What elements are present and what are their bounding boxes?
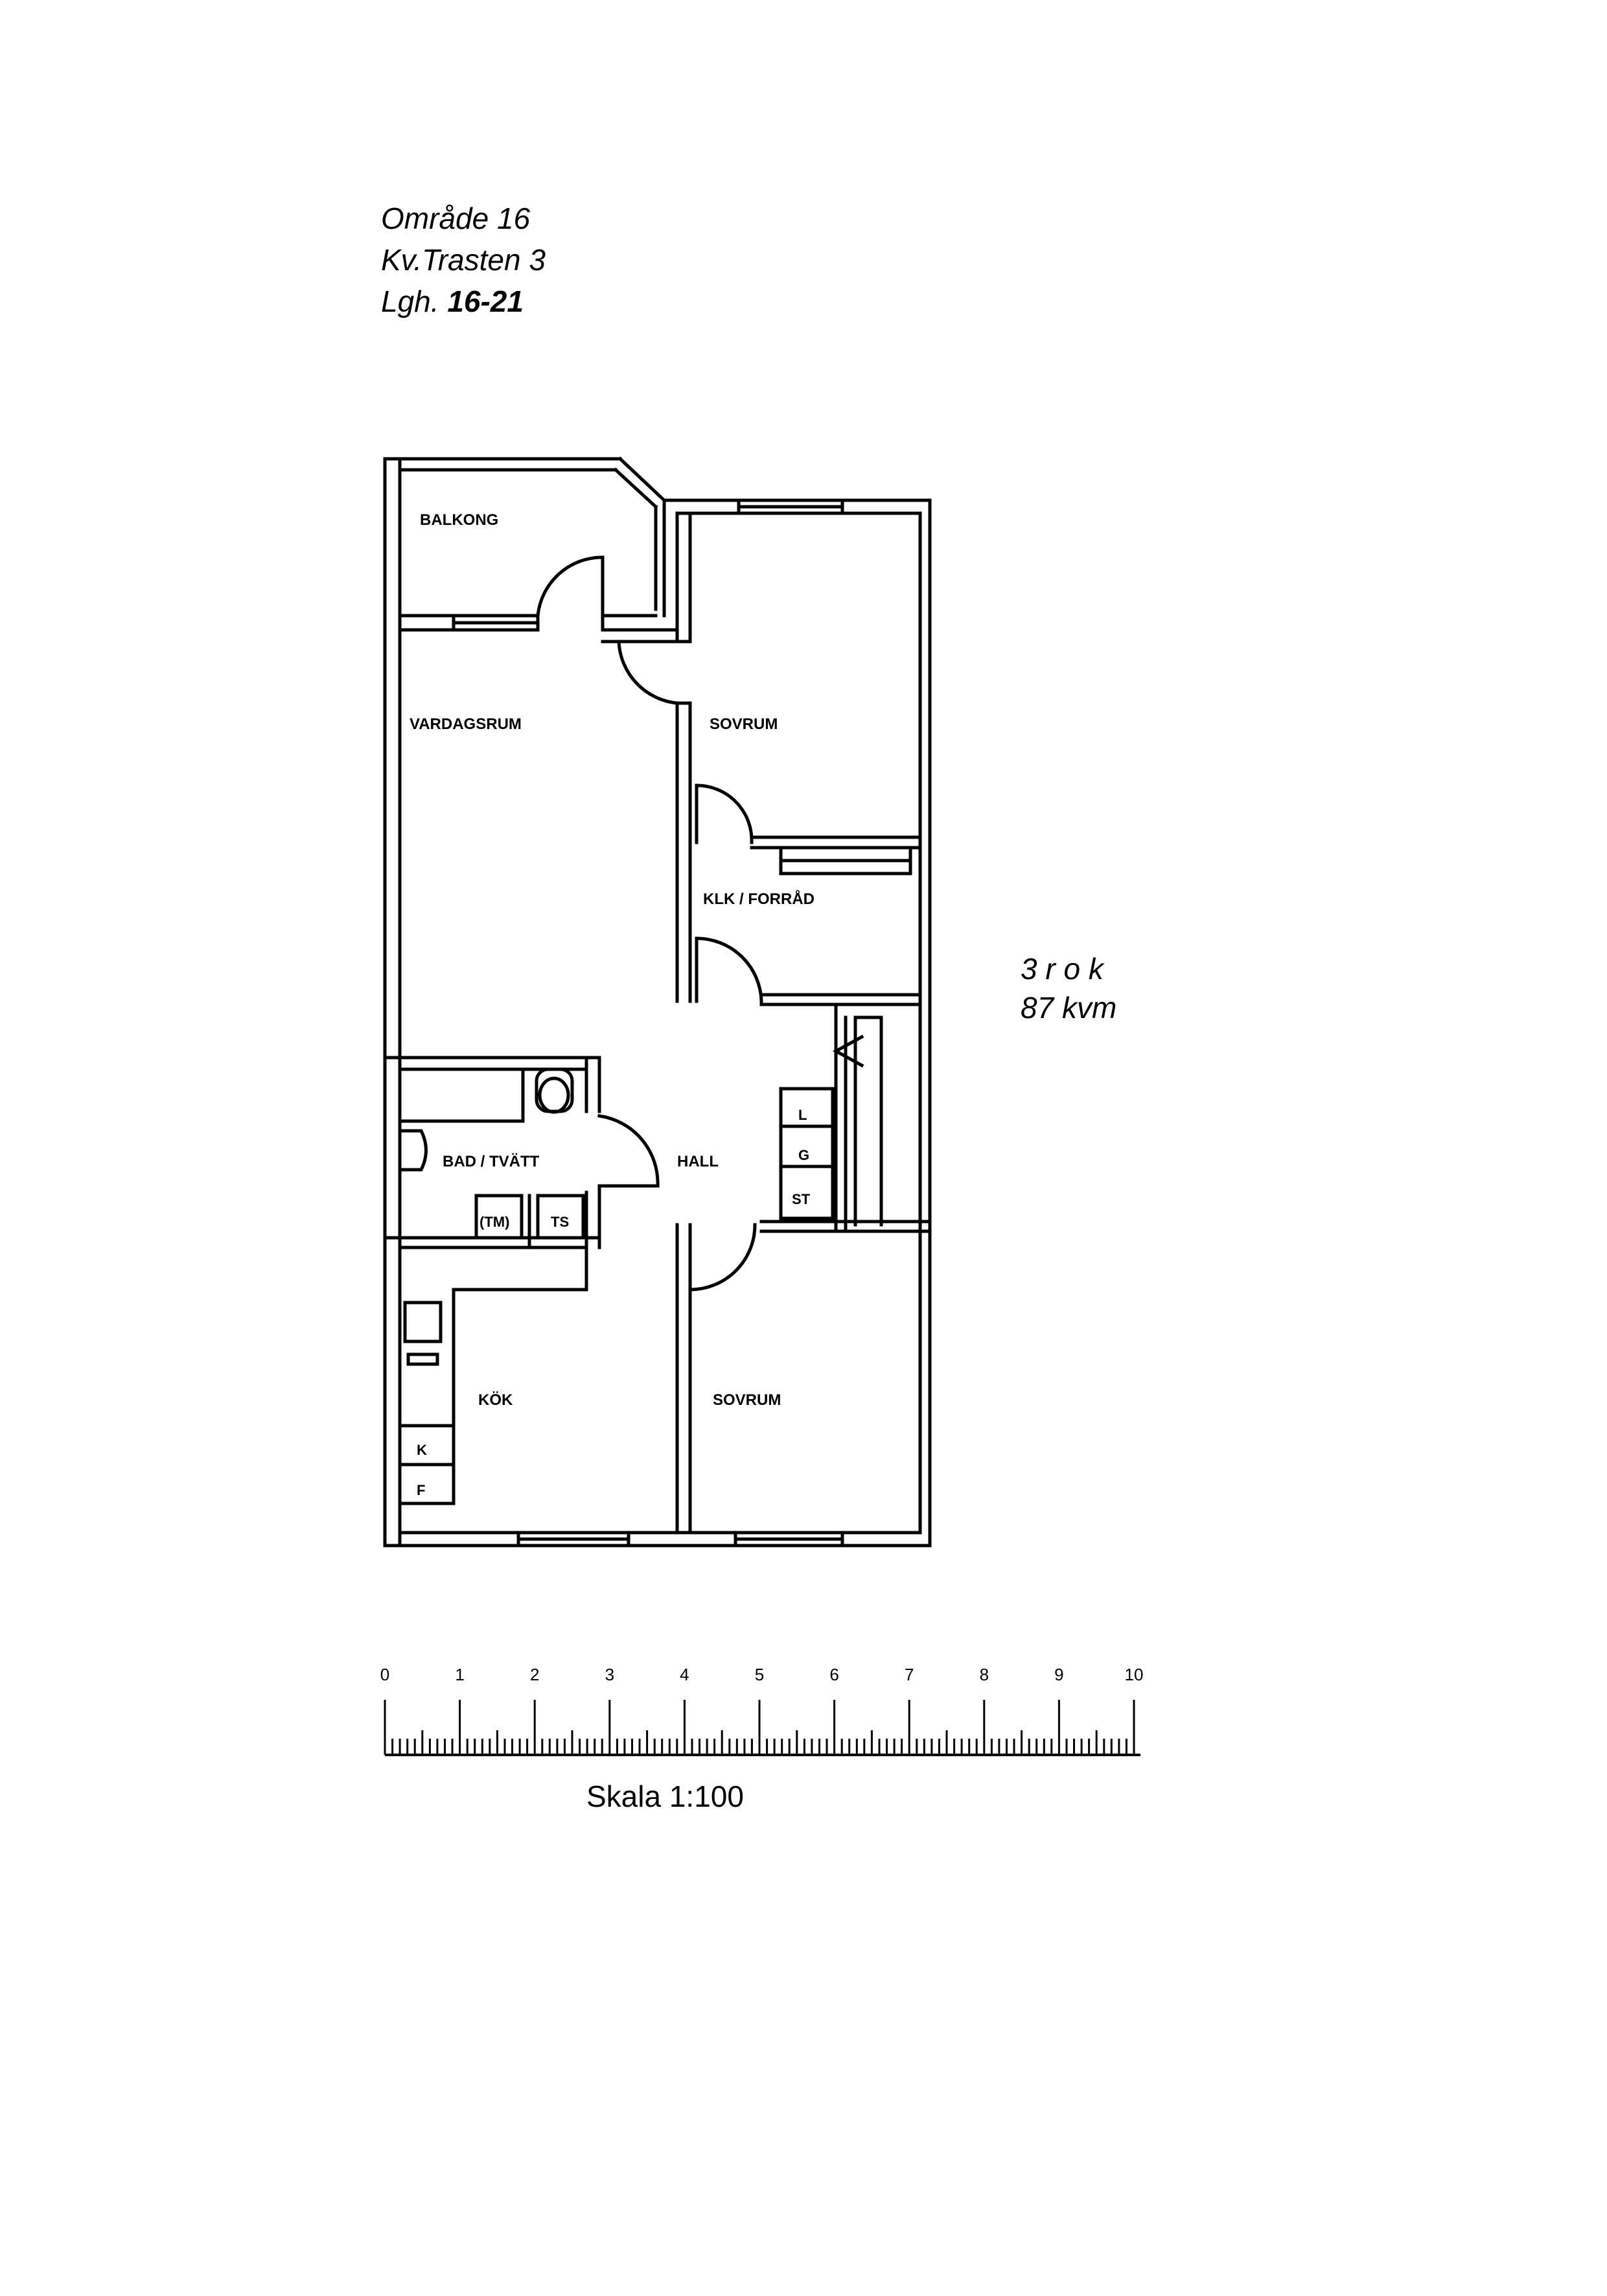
block-label: Kv.Trasten 3: [381, 243, 546, 277]
room-count: 3 r o k: [1021, 952, 1104, 986]
plan-header: Område 16 Kv.Trasten 3 Lgh. 16-21: [381, 198, 546, 322]
room-label-sovrum-top: SOVRUM: [710, 715, 778, 733]
fixture-label-f: F: [417, 1482, 425, 1498]
ruler-label: 10: [1125, 1665, 1144, 1684]
ruler-label: 4: [680, 1665, 689, 1684]
apartment-label: Lgh. 16-21: [381, 281, 546, 322]
fixture-label-l: L: [798, 1107, 807, 1123]
apartment-info: 3 r o k 87 kvm: [1021, 949, 1116, 1027]
ruler-label: 8: [980, 1665, 989, 1684]
balcony-bevel-outer: [618, 456, 667, 503]
room-label-hall: HALL: [677, 1153, 719, 1170]
fixture-label-st: ST: [792, 1191, 811, 1207]
room-label-kok: KÖK: [478, 1391, 513, 1409]
fixture-label-g: G: [798, 1147, 809, 1163]
floor-area: 87 kvm: [1021, 991, 1117, 1025]
scale-caption: Skala 1:100: [586, 1780, 744, 1813]
room-label-sovrum-bottom: SOVRUM: [713, 1391, 781, 1409]
room-label-vardagsrum: VARDAGSRUM: [410, 715, 522, 733]
room-label-bad: BAD / TVÄTT: [443, 1153, 540, 1170]
area-label: Område 16: [381, 202, 531, 235]
apartment-number: 16-21: [447, 284, 524, 318]
ruler-label: 1: [455, 1665, 464, 1684]
ruler-label: 7: [905, 1665, 914, 1684]
ruler-label: 3: [605, 1665, 614, 1684]
apartment-prefix: Lgh.: [381, 284, 439, 318]
ruler-label: 2: [530, 1665, 539, 1684]
ruler-label: 0: [380, 1665, 389, 1684]
fixture-label-tm: (TM): [480, 1214, 509, 1230]
fixture-label-ts: TS: [551, 1214, 569, 1230]
ruler-label: 9: [1054, 1665, 1063, 1684]
ruler-label: 5: [755, 1665, 764, 1684]
fixture-label-k: K: [417, 1442, 427, 1458]
balcony-bevel-inner: [613, 467, 658, 509]
scale-ruler: 0 1 2 3 4 5 6 7 8 9 10: [380, 1665, 1144, 1756]
ruler-label: 6: [829, 1665, 838, 1684]
room-label-balkong: BALKONG: [420, 511, 498, 529]
room-label-klk: KLK / FORRÅD: [703, 890, 815, 908]
